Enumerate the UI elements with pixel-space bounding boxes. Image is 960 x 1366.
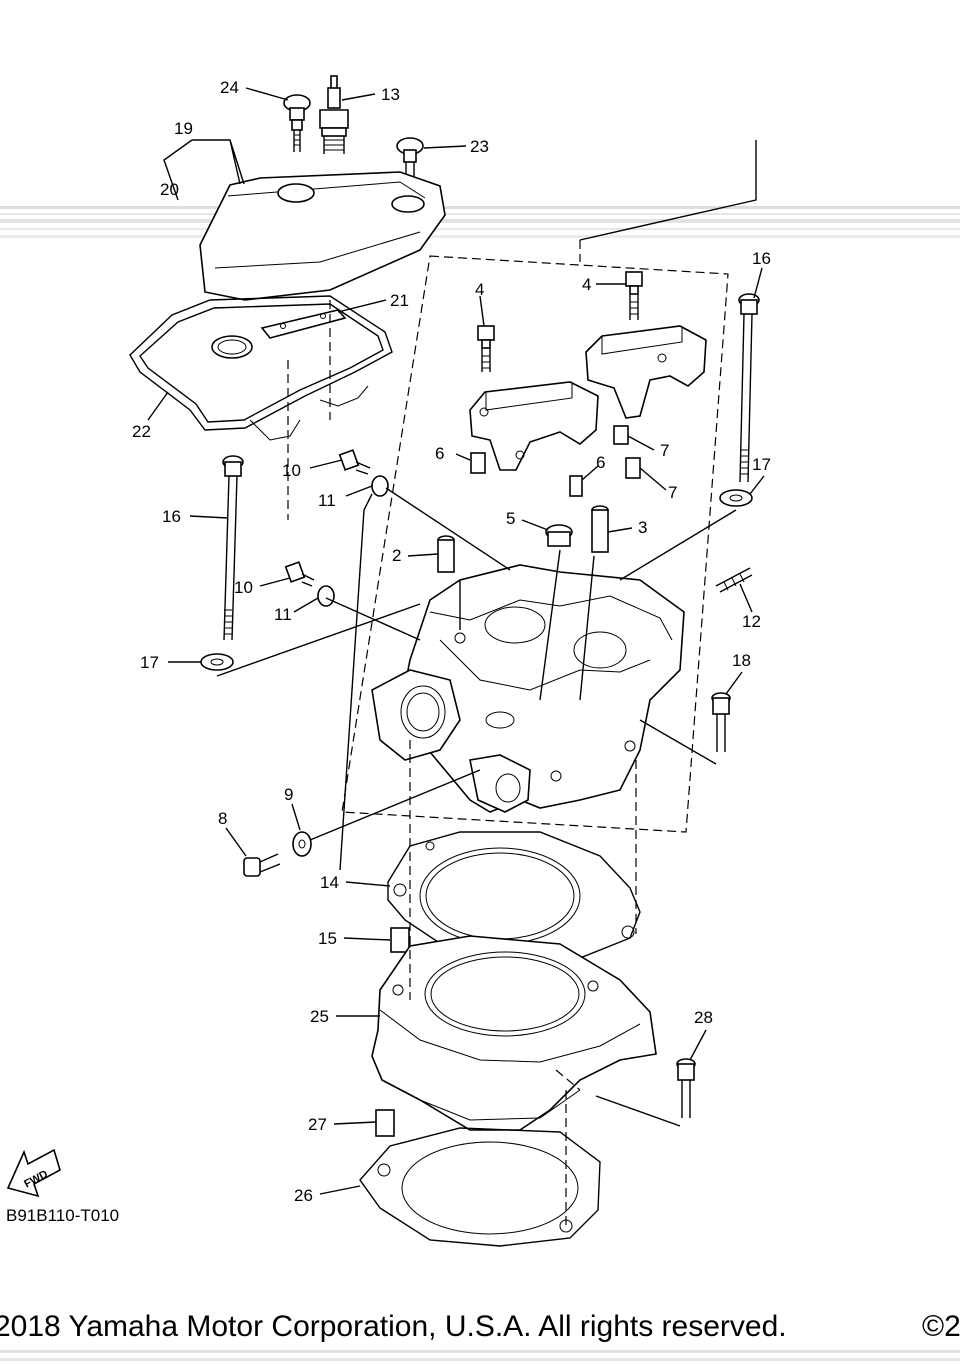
part-24-bolt <box>283 94 311 152</box>
head-assembly-outline <box>341 255 729 833</box>
scan-noise-band-bottom <box>0 1350 960 1361</box>
cylinder-head <box>371 564 685 813</box>
callout-14: 14 <box>320 873 339 892</box>
callout-7-upper: 7 <box>660 441 669 460</box>
callout-12: 12 <box>742 612 761 631</box>
callout-8: 8 <box>218 809 227 828</box>
part-4-bolt-right <box>625 271 643 320</box>
callout-24: 24 <box>220 78 239 97</box>
callout-17-right: 17 <box>752 455 771 474</box>
callout-22: 22 <box>132 422 151 441</box>
callout-7-lower: 7 <box>668 483 677 502</box>
callout-17-left: 17 <box>140 653 159 672</box>
part-7-dowel-lower <box>625 457 641 479</box>
part-6-dowel-right <box>569 475 583 497</box>
callout-23: 23 <box>470 137 489 156</box>
part-21-plate <box>260 309 347 339</box>
callout-21: 21 <box>390 291 409 310</box>
part-17-washer-left <box>200 653 234 671</box>
part-23-bolt <box>396 137 424 182</box>
part-3-guide <box>591 505 609 553</box>
callout-27: 27 <box>308 1115 327 1134</box>
camshaft-cap-right <box>585 325 707 419</box>
part-16-bolt-left <box>222 455 244 641</box>
callout-20: 20 <box>160 180 179 199</box>
callout-25: 25 <box>310 1007 329 1026</box>
part-10-bolt-upper <box>338 449 371 475</box>
copyright-notice: 2018 Yamaha Motor Corporation, U.S.A. Al… <box>0 1310 787 1343</box>
callout-10-upper: 10 <box>282 461 301 480</box>
camshaft-cap-left <box>469 381 599 471</box>
part-27-dowel <box>375 1109 395 1137</box>
part-6-dowel-left <box>470 452 486 474</box>
part-26-base-gasket <box>359 1127 601 1247</box>
callout-19: 19 <box>174 119 193 138</box>
part-8-bolt <box>243 853 281 877</box>
leader-lines <box>147 87 765 1195</box>
diagram-code: B91B110-T010 <box>6 1206 120 1225</box>
callout-2: 2 <box>392 546 401 565</box>
assembly-connectors <box>216 140 757 1127</box>
part-2-guide <box>437 535 455 573</box>
callout-11-upper: 11 <box>318 491 336 510</box>
copyright-notice-cropped: ©2 <box>922 1310 960 1343</box>
part-28-bolt <box>676 1058 696 1118</box>
part-22-head-cover-gasket <box>129 295 393 441</box>
part-10-bolt-lower <box>284 561 315 587</box>
part-11-washer-upper <box>371 475 389 497</box>
callout-18: 18 <box>732 651 751 670</box>
callout-labels: 24 13 19 23 20 21 4 4 16 22 6 6 7 7 17 1… <box>132 78 771 1205</box>
scan-noise-band-top <box>0 206 960 238</box>
part-12-stud <box>715 567 753 593</box>
part-25-cylinder <box>371 935 657 1131</box>
part-19-cylinder-head-cover <box>199 171 446 301</box>
callout-16-left: 16 <box>162 507 181 526</box>
part-4-bolt-left <box>477 325 495 372</box>
callout-10-lower: 10 <box>234 578 253 597</box>
part-18-bolt <box>711 692 731 752</box>
part-13-spark-plug <box>319 75 349 154</box>
part-5-seal <box>545 524 573 547</box>
callout-28: 28 <box>694 1008 713 1027</box>
callout-6-left: 6 <box>435 444 444 463</box>
callout-16-right: 16 <box>752 249 771 268</box>
callout-26: 26 <box>294 1186 313 1205</box>
part-9-washer <box>292 831 312 857</box>
callout-4-left: 4 <box>475 280 484 299</box>
part-11-washer-lower <box>317 585 335 607</box>
callout-3: 3 <box>638 518 647 537</box>
part-16-bolt-right <box>738 293 760 483</box>
callout-11-lower: 11 <box>274 605 292 624</box>
part-17-washer-right <box>719 489 753 507</box>
callout-5: 5 <box>506 509 515 528</box>
callout-13: 13 <box>381 85 400 104</box>
callout-4-right: 4 <box>582 275 591 294</box>
part-15-dowel <box>390 927 410 953</box>
callout-9: 9 <box>284 785 293 804</box>
callout-6-right: 6 <box>596 453 605 472</box>
callout-15: 15 <box>318 929 337 948</box>
fwd-arrow-icon: FWD <box>6 1148 61 1198</box>
part-7-dowel-upper <box>613 425 629 445</box>
